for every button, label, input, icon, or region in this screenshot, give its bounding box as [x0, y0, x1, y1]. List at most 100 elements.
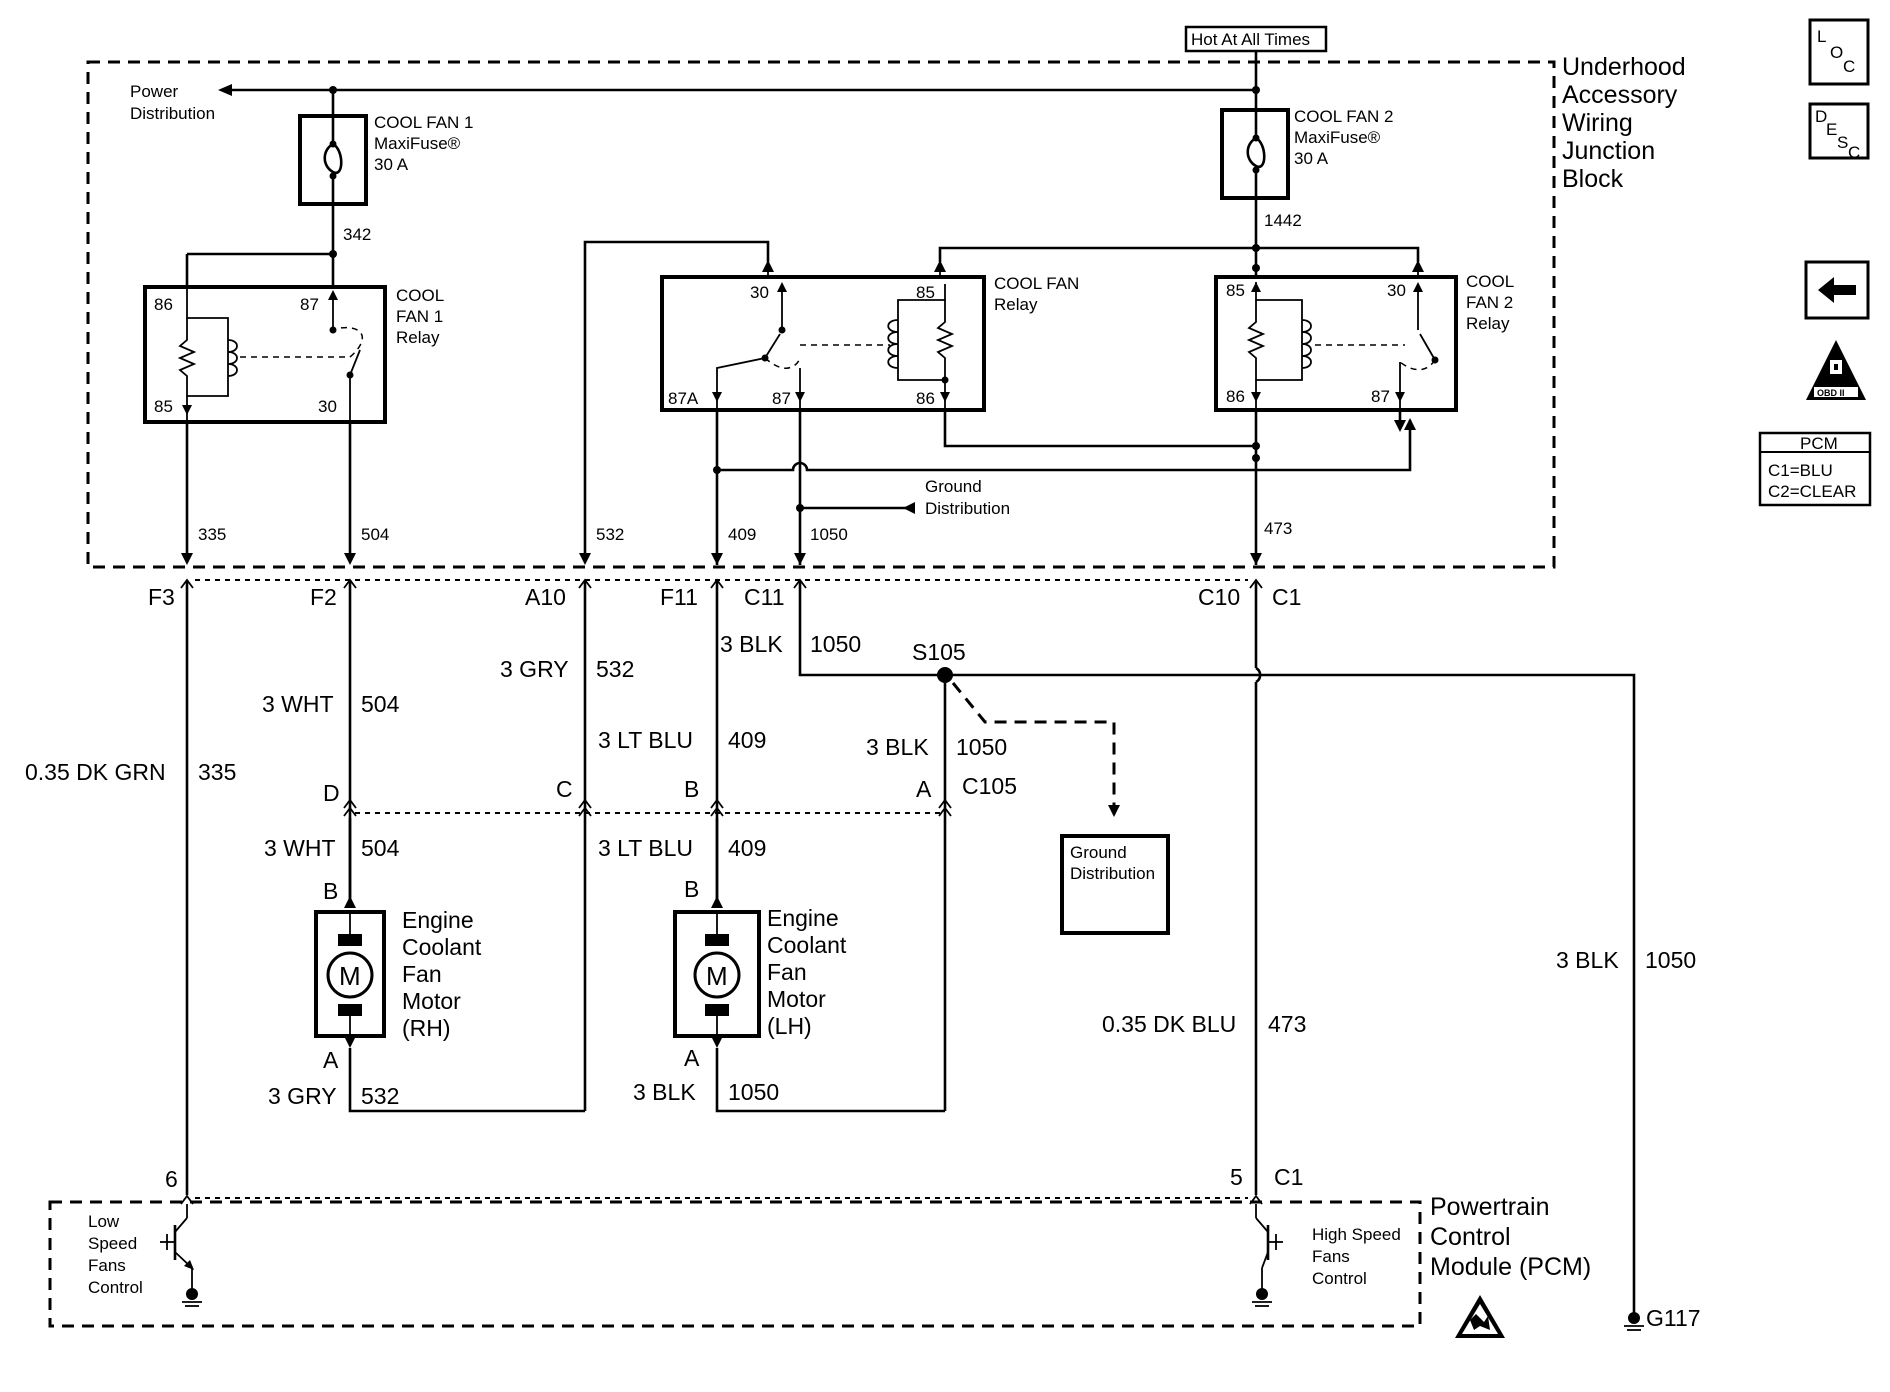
svg-text:473: 473	[1268, 1011, 1306, 1037]
svg-text:Relay: Relay	[994, 295, 1038, 314]
circuit-1442-label: 1442	[1264, 211, 1302, 230]
pcm-connector-c1: C1	[1274, 1164, 1303, 1190]
svg-text:409: 409	[728, 727, 766, 753]
back-arrow-icon	[1818, 277, 1856, 303]
svg-text:(RH): (RH)	[402, 1015, 451, 1041]
svg-text:1050: 1050	[1645, 947, 1696, 973]
svg-text:F11: F11	[660, 584, 698, 610]
relay-2-pin-86: 86	[1226, 387, 1245, 406]
relay-mid-pin-85: 85	[916, 283, 935, 302]
ground-distribution-2: Ground Distribution	[1070, 843, 1155, 883]
motor-lh-pin-b: B	[684, 876, 699, 902]
svg-text:Fans: Fans	[88, 1256, 126, 1275]
hot-at-all-times-label: Hot At All Times	[1191, 30, 1310, 49]
svg-text:C1: C1	[1272, 584, 1301, 610]
pcm-pin-5: 5	[1230, 1164, 1243, 1190]
wire-1050-label-c11: 3 BLK 1050	[720, 631, 861, 657]
relay-2-label: COOL FAN 2 Relay	[1466, 272, 1514, 333]
obd-ii-button[interactable]: OBD II	[1806, 340, 1866, 400]
relay-mid-pin-87: 87	[772, 389, 791, 408]
cool-fan-2-relay	[1214, 275, 1458, 412]
svg-text:3 LT BLU: 3 LT BLU	[598, 727, 693, 753]
motor-rh-symbol: M	[339, 961, 361, 991]
svg-text:3 BLK: 3 BLK	[1556, 947, 1619, 973]
svg-text:COOL FAN 2: COOL FAN 2	[1294, 107, 1394, 126]
svg-text:Control: Control	[88, 1278, 143, 1297]
svg-text:532: 532	[596, 656, 634, 682]
svg-text:Engine: Engine	[767, 905, 839, 931]
svg-text:409: 409	[728, 835, 766, 861]
relay-1-pin-30: 30	[318, 397, 337, 416]
svg-text:1050: 1050	[728, 1079, 779, 1105]
low-speed-label: Low Speed Fans Control	[88, 1212, 143, 1297]
wire-504-label-lower: 3 WHT 504	[264, 835, 400, 861]
svg-text:FAN 2: FAN 2	[1466, 293, 1513, 312]
relay-2-pin-85: 85	[1226, 281, 1245, 300]
svg-text:Junction: Junction	[1562, 137, 1655, 165]
ground-g117-label: G117	[1646, 1305, 1701, 1331]
svg-text:Speed: Speed	[88, 1234, 137, 1253]
power-distribution-label-2: Distribution	[130, 104, 215, 123]
svg-text:COOL: COOL	[396, 286, 444, 305]
svg-text:C1=BLU: C1=BLU	[1768, 461, 1833, 480]
svg-text:335: 335	[198, 759, 236, 785]
junction-block-outline	[86, 60, 1556, 569]
motor-lh-pin-a: A	[684, 1045, 700, 1071]
svg-text:3 GRY: 3 GRY	[268, 1083, 337, 1109]
svg-text:C10: C10	[1198, 584, 1240, 610]
circuit-1050-jb-label: 1050	[810, 525, 848, 544]
svg-text:Module (PCM): Module (PCM)	[1430, 1253, 1591, 1281]
low-speed-transistor	[160, 1204, 202, 1307]
svg-text:(LH): (LH)	[767, 1013, 812, 1039]
svg-text:3 LT BLU: 3 LT BLU	[598, 835, 693, 861]
svg-text:0.35 DK GRN: 0.35 DK GRN	[25, 759, 166, 785]
svg-text:532: 532	[361, 1083, 399, 1109]
relay-2-pin-87: 87	[1371, 387, 1390, 406]
svg-text:30 A: 30 A	[1294, 149, 1329, 168]
wire-532-label-lower: 3 GRY 532	[268, 1083, 399, 1109]
c105-pin-b: B	[684, 776, 699, 802]
description-button[interactable]: D E S C	[1808, 102, 1870, 162]
svg-text:PCM: PCM	[1800, 434, 1838, 453]
fuse-1-label: COOL FAN 1 MaxiFuse® 30 A	[374, 113, 474, 174]
svg-text:OBD II: OBD II	[1817, 388, 1845, 398]
svg-text:30 A: 30 A	[374, 155, 409, 174]
svg-text:3 WHT: 3 WHT	[264, 835, 336, 861]
svg-text:FAN 1: FAN 1	[396, 307, 443, 326]
ground-distribution-1: Ground Distribution	[925, 477, 1010, 518]
svg-text:COOL FAN: COOL FAN	[994, 274, 1079, 293]
ground-distribution-box	[1060, 834, 1170, 935]
svg-text:Low: Low	[88, 1212, 120, 1231]
c105-pin-c: C	[556, 776, 573, 802]
pcm-pin-6: 6	[165, 1166, 178, 1192]
svg-text:Fans: Fans	[1312, 1247, 1350, 1266]
circuit-473-jb-label: 473	[1264, 519, 1292, 538]
wire-409-label-upper: 3 LT BLU 409	[598, 727, 766, 753]
svg-text:MaxiFuse®: MaxiFuse®	[1294, 128, 1381, 147]
c105-pin-a: A	[916, 776, 932, 802]
svg-text:3 WHT: 3 WHT	[262, 691, 334, 717]
location-button[interactable]: L O C	[1808, 18, 1870, 86]
back-arrow-button[interactable]	[1804, 260, 1870, 320]
svg-text:Coolant: Coolant	[767, 932, 847, 958]
c105-pin-d: D	[323, 780, 340, 806]
svg-text:Powertrain: Powertrain	[1430, 1193, 1550, 1221]
svg-text:C2=CLEAR: C2=CLEAR	[1768, 482, 1856, 501]
wire-473-label: 0.35 DK BLU 473	[1102, 1011, 1306, 1037]
relay-2-pin-30: 30	[1387, 281, 1406, 300]
relay-mid-pin-30: 30	[750, 283, 769, 302]
svg-text:E: E	[1826, 120, 1837, 139]
svg-text:Coolant: Coolant	[402, 934, 482, 960]
svg-text:Relay: Relay	[1466, 314, 1510, 333]
svg-text:3 BLK: 3 BLK	[720, 631, 783, 657]
svg-text:C11: C11	[744, 584, 785, 610]
svg-text:1050: 1050	[810, 631, 861, 657]
svg-text:S: S	[1837, 133, 1848, 152]
cool-fan-relay	[660, 275, 986, 412]
svg-text:3 BLK: 3 BLK	[633, 1079, 696, 1105]
svg-text:Motor: Motor	[402, 988, 461, 1014]
wire-504-label-upper: 3 WHT 504	[262, 691, 400, 717]
svg-text:COOL FAN 1: COOL FAN 1	[374, 113, 474, 132]
svg-text:D: D	[1815, 107, 1827, 126]
circuit-342-label: 342	[343, 225, 371, 244]
